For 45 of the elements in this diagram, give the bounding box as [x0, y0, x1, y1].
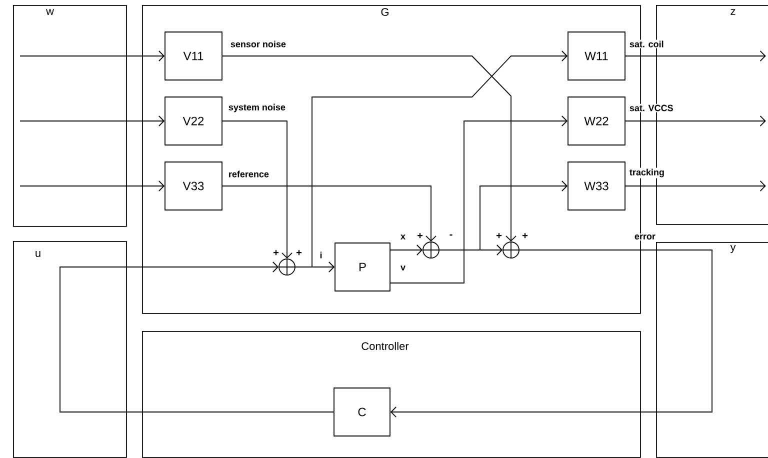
sign-label: +	[274, 250, 279, 256]
sum-junction	[278, 258, 296, 276]
arrow	[20, 116, 165, 126]
arrow	[222, 120, 292, 259]
sign-label: +	[418, 233, 423, 238]
sign-label: -	[450, 234, 452, 236]
sum-junction	[422, 242, 440, 258]
arrow	[295, 50, 568, 268]
block-box: C	[334, 388, 390, 436]
edge-label: reference	[227, 170, 270, 178]
block-box: V33	[164, 162, 222, 210]
block-box: W33	[568, 162, 626, 210]
arrow	[625, 180, 766, 192]
edge-label: tracking	[628, 168, 666, 178]
edge-label: sensor noise	[229, 40, 287, 48]
edge-label: sat. coil	[628, 40, 665, 48]
edge-label: error	[633, 234, 656, 240]
arrow	[222, 56, 516, 242]
panel: y	[656, 242, 768, 458]
arrow	[390, 406, 656, 418]
arrow	[390, 116, 568, 284]
block-box: V22	[164, 96, 222, 146]
sign-label: +	[522, 233, 528, 238]
block-box: P	[334, 242, 390, 292]
arrow	[390, 244, 423, 256]
sign-label: +	[496, 233, 502, 238]
edge-label: system noise	[227, 102, 286, 114]
edge-label: x	[400, 234, 406, 240]
edge-label: sat. VCCS	[628, 104, 674, 112]
arrow	[222, 186, 436, 242]
edge-label: i	[318, 250, 324, 260]
block-box: W11	[568, 32, 626, 80]
arrow	[439, 244, 503, 256]
block-box: V11	[164, 32, 222, 80]
arrow	[625, 50, 766, 62]
arrow	[20, 50, 165, 62]
arrow	[20, 180, 165, 192]
sign-label: +	[296, 250, 302, 256]
sum-junction	[502, 242, 520, 258]
block-box: W22	[568, 96, 626, 146]
panel: u	[13, 241, 127, 458]
arrow	[625, 116, 766, 126]
panel: w	[13, 5, 127, 227]
arrow	[126, 262, 279, 272]
edge-label: v	[400, 264, 406, 272]
